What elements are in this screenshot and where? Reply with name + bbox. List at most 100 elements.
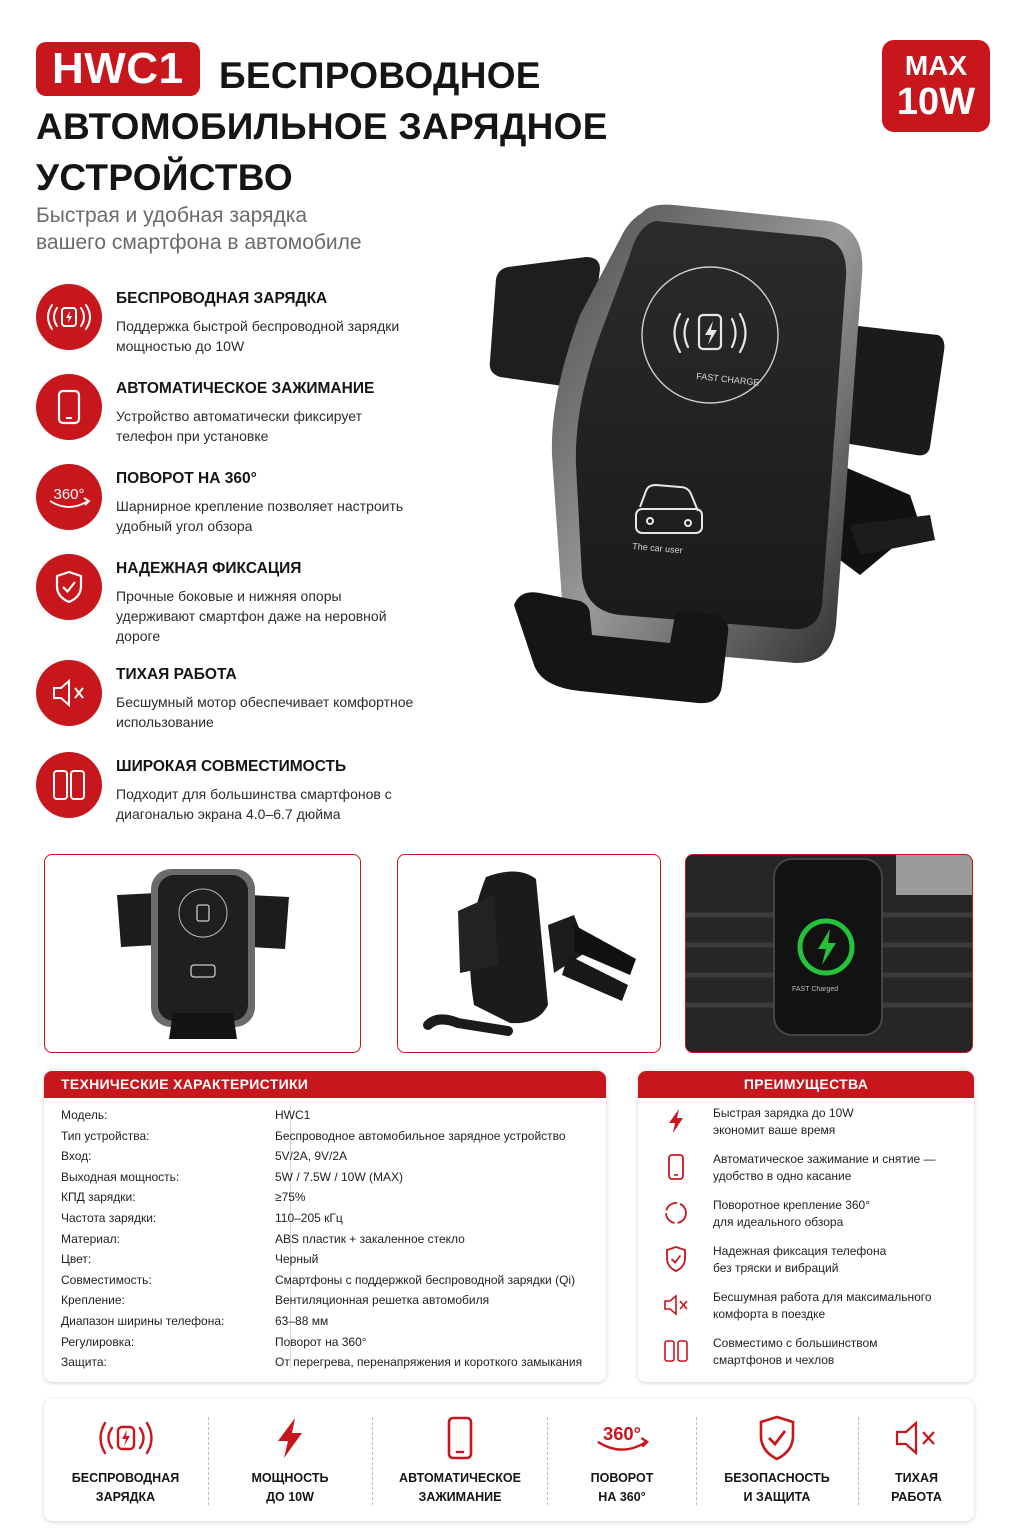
spec-key: Регулировка: [61, 1334, 135, 1349]
strip-item: ТИХАЯ РАБОТА [859, 1399, 974, 1521]
photo-side-view [397, 854, 661, 1053]
photo-front-view [44, 854, 361, 1053]
advantage-line: удобство в одно касание [713, 1169, 852, 1183]
max-power-badge: MAX 10W [882, 40, 990, 132]
strip-item: БЕЗОПАСНОСТЬ И ЗАЩИТА [697, 1399, 857, 1521]
feature-title: ПОВОРОТ НА 360° [116, 470, 257, 487]
phone-icon [430, 1415, 490, 1461]
advantage-item: Поворотное крепление 360° для идеального … [638, 1197, 974, 1241]
spec-value: Вентиляционная решетка автомобиля [275, 1293, 490, 1308]
advantage-item: Надежная фиксация телефона без тряски и в… [638, 1243, 974, 1287]
advantage-line: Быстрая зарядка до 10W [713, 1106, 854, 1120]
spec-key: Вход: [61, 1149, 92, 1164]
feature-title: ШИРОКАЯ СОВМЕСТИМОСТЬ [116, 758, 347, 775]
spec-row: Материал: ABS пластик + закаленное стекло [61, 1229, 601, 1250]
fast-charged-print: FAST Charged [792, 986, 838, 993]
spec-value: ABS пластик + закаленное стекло [275, 1231, 465, 1246]
subtitle: Быстрая и удобная зарядка вашего смартфо… [36, 202, 456, 256]
specs-divider [290, 1105, 291, 1369]
max-label: MAX [904, 50, 968, 81]
strip-divider [208, 1417, 209, 1505]
max-value: 10W [896, 81, 976, 123]
spec-value: Беспроводное автомобильное зарядное устр… [275, 1128, 566, 1143]
lightning-icon [260, 1415, 320, 1461]
title-line-3: УСТРОЙСТВО [36, 157, 293, 198]
wireless-charge-icon [36, 284, 102, 350]
rotate-360-text: 360° [603, 1423, 641, 1444]
advantage-item: Быстрая зарядка до 10W экономит ваше врем… [638, 1105, 974, 1149]
specs-title: ТЕХНИЧЕСКИЕ ХАРАКТЕРИСТИКИ [44, 1071, 606, 1098]
speaker-mute-icon [662, 1291, 690, 1319]
feature-title: АВТОМАТИЧЕСКОЕ ЗАЖИМАНИЕ [116, 380, 375, 397]
spec-value: Поворот на 360° [275, 1334, 367, 1349]
advantage-line: комфорта в поездке [713, 1307, 826, 1321]
advantage-line: Надежная фиксация телефона [713, 1244, 887, 1258]
spec-value: 5W / 7.5W / 10W (MAX) [275, 1169, 404, 1184]
strip-label: ТИХАЯ [895, 1471, 938, 1485]
advantage-line: экономит ваше время [713, 1123, 836, 1137]
spec-value: Черный [275, 1252, 319, 1267]
strip-label: АВТОМАТИЧЕСКОЕ [399, 1471, 521, 1485]
rotate-icon [662, 1199, 690, 1227]
feature-desc: Бесшумный мотор обеспечивает комфортное … [116, 694, 414, 730]
title-line-1: БЕСПРОВОДНОЕ [219, 55, 541, 96]
advantage-line: для идеального обзора [713, 1215, 844, 1229]
spec-row: Выходная мощность: 5W / 7.5W / 10W (MAX) [61, 1167, 601, 1188]
advantage-line: Совместимо с большинством [713, 1336, 878, 1350]
spec-value: HWC1 [275, 1108, 311, 1122]
two-phones-icon [36, 752, 102, 818]
strip-label: РАБОТА [891, 1490, 942, 1504]
strip-label: ЗАРЯДКА [95, 1490, 156, 1504]
advantage-line: без тряски и вибраций [713, 1261, 839, 1275]
feature-desc: Шарнирное крепление позволяет настроить … [116, 498, 404, 534]
specs-panel: ТЕХНИЧЕСКИЕ ХАРАКТЕРИСТИКИ Модель:HWC1 Т… [44, 1071, 606, 1382]
spec-row: Диапазон ширины телефона: 63–88 мм [61, 1311, 601, 1332]
shield-check-icon [662, 1245, 690, 1273]
feature-desc: Поддержка быстрой беспроводной зарядки м… [116, 318, 400, 354]
spec-row: Тип устройства: Беспроводное автомобильно… [61, 1126, 601, 1147]
feature-desc: Подходит для большинства смартфонов с ди… [116, 786, 392, 822]
model-label: HWC1 [52, 44, 184, 93]
advantage-line: Поворотное крепление 360° [713, 1198, 871, 1212]
spec-key: Материал: [61, 1231, 120, 1246]
car-user-print: The car user [632, 541, 683, 555]
advantage-item: Автоматическое зажимание и снятие — удобс… [638, 1151, 974, 1195]
feature-title: ТИХАЯ РАБОТА [116, 666, 237, 683]
strip-label: ДО 10W [266, 1490, 314, 1504]
strip-divider [372, 1417, 373, 1505]
phone-icon [36, 374, 102, 440]
spec-key: Совместимость: [61, 1272, 152, 1287]
spec-key: КПД зарядки: [61, 1190, 136, 1205]
svg-text:360°: 360° [53, 486, 84, 503]
feature-title: НАДЕЖНАЯ ФИКСАЦИЯ [116, 560, 302, 577]
spec-row: Частота зарядки:110–205 кГц [61, 1208, 601, 1229]
spec-key: Диапазон ширины телефона: [61, 1313, 225, 1328]
spec-key: Выходная мощность: [61, 1169, 180, 1184]
strip-label: НА 360° [598, 1490, 646, 1504]
spec-key: Тип устройства: [61, 1128, 150, 1143]
advantage-line: Автоматическое зажимание и снятие — [713, 1152, 936, 1166]
subtitle-line-2: вашего смартфона в автомобиле [36, 231, 362, 254]
spec-row: Защита:От перегрева, перенапряжения и ко… [61, 1352, 601, 1373]
page-title: БЕСПРОВОДНОЕ АВТОМОБИЛЬНОЕ ЗАРЯДНОЕ УСТР… [36, 50, 676, 203]
strip-item: АВТОМАТИЧЕСКОЕ ЗАЖИМАНИЕ [373, 1399, 547, 1521]
strip-divider [547, 1417, 548, 1505]
shield-check-icon [36, 554, 102, 620]
strip-label: И ЗАЩИТА [743, 1490, 811, 1504]
spec-key: Крепление: [61, 1293, 125, 1308]
hero-product-image: FAST CHARGE The car user [460, 195, 960, 755]
strip-label: БЕЗОПАСНОСТЬ [724, 1471, 830, 1485]
strip-label: ЗАЖИМАНИЕ [418, 1490, 502, 1504]
spec-value: От перегрева, перенапряжения и короткого… [275, 1355, 583, 1370]
phone-icon [662, 1153, 690, 1181]
model-badge: HWC1 [36, 42, 200, 96]
feature-title: БЕСПРОВОДНАЯ ЗАРЯДКА [116, 290, 328, 307]
specs-table: Модель:HWC1 Тип устройства:Беспроводное … [61, 1105, 601, 1373]
spec-value: 63–88 мм [275, 1313, 329, 1328]
strip-divider [858, 1417, 859, 1505]
